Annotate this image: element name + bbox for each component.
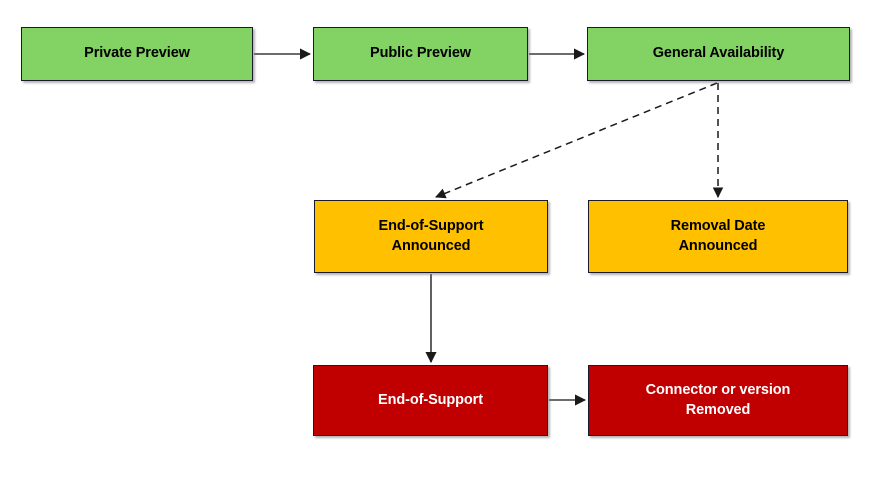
edge-ga-to-eos-announced [435,82,718,199]
node-public-preview-label: Public Preview [370,45,471,62]
node-end-of-support[interactable]: End-of-Support [313,365,548,436]
node-removal-date-announced-label: Removal Date Announced [670,217,766,254]
node-end-of-support-label: End-of-Support [378,391,483,408]
node-end-of-support-announced-label: End-of-Support Announced [378,217,484,254]
node-general-availability-label: General Availability [652,45,785,62]
node-general-availability[interactable]: General Availability [587,27,850,81]
node-public-preview[interactable]: Public Preview [313,27,528,81]
node-removal-date-announced[interactable]: Removal Date Announced [588,200,848,273]
node-private-preview[interactable]: Private Preview [21,27,253,81]
node-connector-or-version-removed[interactable]: Connector or version Removed [588,365,848,436]
node-private-preview-label: Private Preview [84,45,190,62]
node-connector-or-version-removed-label: Connector or version Removed [645,381,791,418]
node-end-of-support-announced[interactable]: End-of-Support Announced [314,200,548,273]
